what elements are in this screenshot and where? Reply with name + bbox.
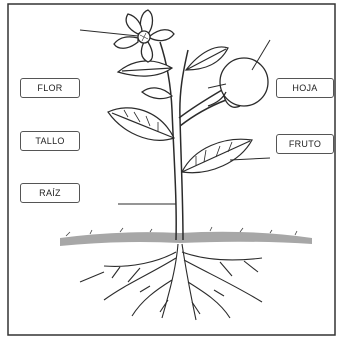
label-hoja: HOJA bbox=[276, 78, 334, 98]
soil bbox=[60, 227, 312, 246]
pointer-roots bbox=[80, 272, 104, 282]
pointer-flower bbox=[80, 30, 138, 36]
label-tallo: TALLO bbox=[20, 131, 80, 151]
roots bbox=[104, 244, 262, 320]
worksheet-frame bbox=[8, 4, 335, 335]
leaf-small-left bbox=[142, 88, 172, 99]
label-raiz: RAÍZ bbox=[20, 183, 80, 203]
label-flor: FLOR bbox=[20, 78, 80, 98]
fruit bbox=[208, 58, 268, 107]
flower bbox=[114, 10, 174, 62]
label-fruto: FRUTO bbox=[276, 134, 334, 154]
stem bbox=[160, 42, 226, 240]
